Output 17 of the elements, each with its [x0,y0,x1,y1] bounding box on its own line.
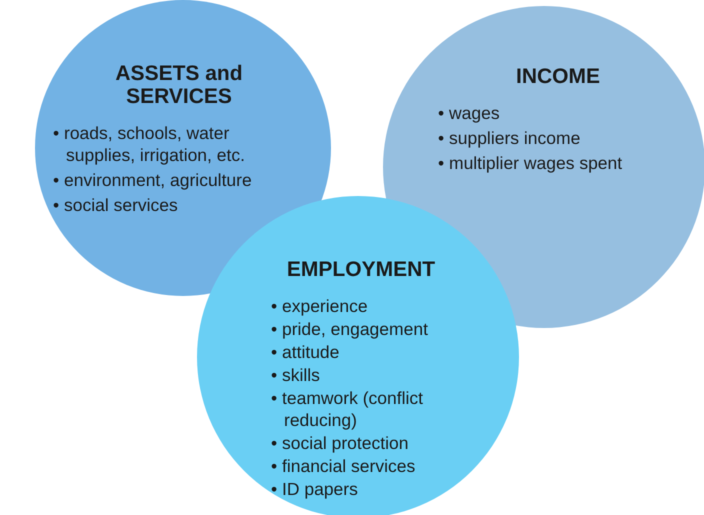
bullet-item: • multiplier wages spent [438,152,624,174]
bullet-item: • pride, engagement [271,318,429,340]
bullet-item: • roads, schools, water supplies, irrigation, etc. [53,122,246,166]
bullet-item: • financial services [271,455,416,477]
circle-heading: INCOME [515,65,601,88]
bullet-item: • social services [53,194,179,216]
bullet-item: • suppliers income [438,127,582,149]
bullet-item: • ID papers [271,478,359,500]
bullet-item: • attitude [271,341,340,363]
bullet-item: • teamwork (conflict reducing) [271,387,424,431]
bullet-item: • social protection [271,432,410,454]
bullet-item: • environment, agriculture [53,169,253,191]
bullet-item: • experience [271,295,369,317]
circle-heading: EMPLOYMENT [286,258,436,281]
circle-heading: ASSETS and SERVICES [114,62,244,108]
bullet-item: • skills [271,364,321,386]
bullet-item: • wages [438,102,501,124]
